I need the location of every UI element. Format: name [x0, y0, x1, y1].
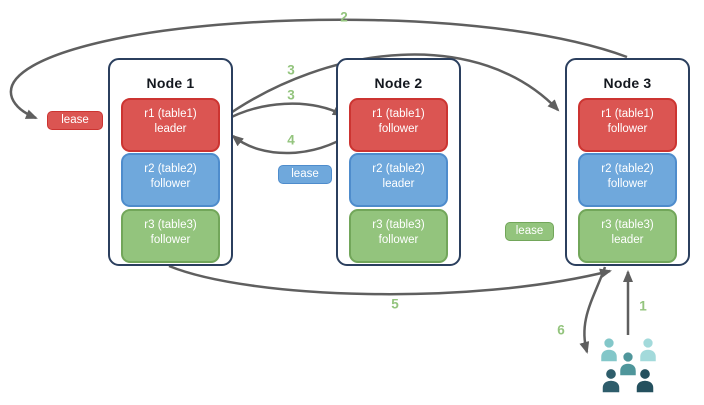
step-label-1: 1	[639, 298, 647, 314]
replica-name: r2 (table2)	[601, 163, 654, 175]
lease-label-red: lease	[47, 111, 103, 130]
replica-role: follower	[150, 234, 191, 246]
step-label-6: 6	[557, 322, 565, 338]
node-2-box: Node 2 r1 (table1) follower r2 (table2) …	[336, 58, 461, 266]
replica-name: r2 (table2)	[372, 163, 425, 175]
users-icon	[599, 336, 658, 394]
node1-replica-r2: r2 (table2) follower	[121, 153, 220, 207]
replica-role: follower	[150, 178, 191, 190]
replica-name: r2 (table2)	[144, 163, 197, 175]
replica-name: r1 (table1)	[601, 108, 654, 120]
replica-role: follower	[378, 123, 419, 135]
lease-label-green: lease	[505, 222, 554, 241]
node3-replica-r3: r3 (table3) leader	[578, 209, 677, 263]
arrow-step-2	[9, 18, 628, 120]
replica-role: follower	[378, 234, 419, 246]
step-label-2: 2	[340, 9, 348, 25]
replica-name: r1 (table1)	[372, 108, 425, 120]
node-2-title: Node 2	[374, 75, 423, 91]
node3-replica-r2: r2 (table2) follower	[578, 153, 677, 207]
step-label-3a: 3	[287, 62, 295, 78]
node-3-title: Node 3	[603, 75, 652, 91]
replica-name: r3 (table3)	[372, 219, 425, 231]
node3-replica-r1: r1 (table1) follower	[578, 98, 677, 152]
arrow-step-3-to-node2	[221, 102, 345, 124]
step-label-3b: 3	[287, 87, 295, 103]
node-1-box: Node 1 r1 (table1) leader r2 (table2) fo…	[108, 58, 233, 266]
node-1-title: Node 1	[146, 75, 195, 91]
node-3-box: Node 3 r1 (table1) follower r2 (table2) …	[565, 58, 690, 266]
arrow-step-5	[168, 264, 612, 296]
replica-role: leader	[382, 178, 415, 190]
replica-name: r1 (table1)	[144, 108, 197, 120]
replica-name: r3 (table3)	[601, 219, 654, 231]
arrow-step-3-to-node3	[221, 53, 560, 121]
replica-role: leader	[154, 123, 187, 135]
node2-replica-r3: r3 (table3) follower	[349, 209, 448, 263]
replica-role: follower	[607, 178, 648, 190]
node1-replica-r1: r1 (table1) leader	[121, 98, 220, 152]
replica-name: r3 (table3)	[144, 219, 197, 231]
arrow-step-6	[579, 266, 607, 354]
lease-label-blue: lease	[278, 165, 332, 184]
node2-replica-r1: r1 (table1) follower	[349, 98, 448, 152]
replica-role: leader	[611, 234, 644, 246]
node2-replica-r2: r2 (table2) leader	[349, 153, 448, 207]
replica-role: follower	[607, 123, 648, 135]
step-label-4: 4	[287, 132, 295, 148]
node1-replica-r3: r3 (table3) follower	[121, 209, 220, 263]
step-label-5: 5	[391, 296, 399, 312]
